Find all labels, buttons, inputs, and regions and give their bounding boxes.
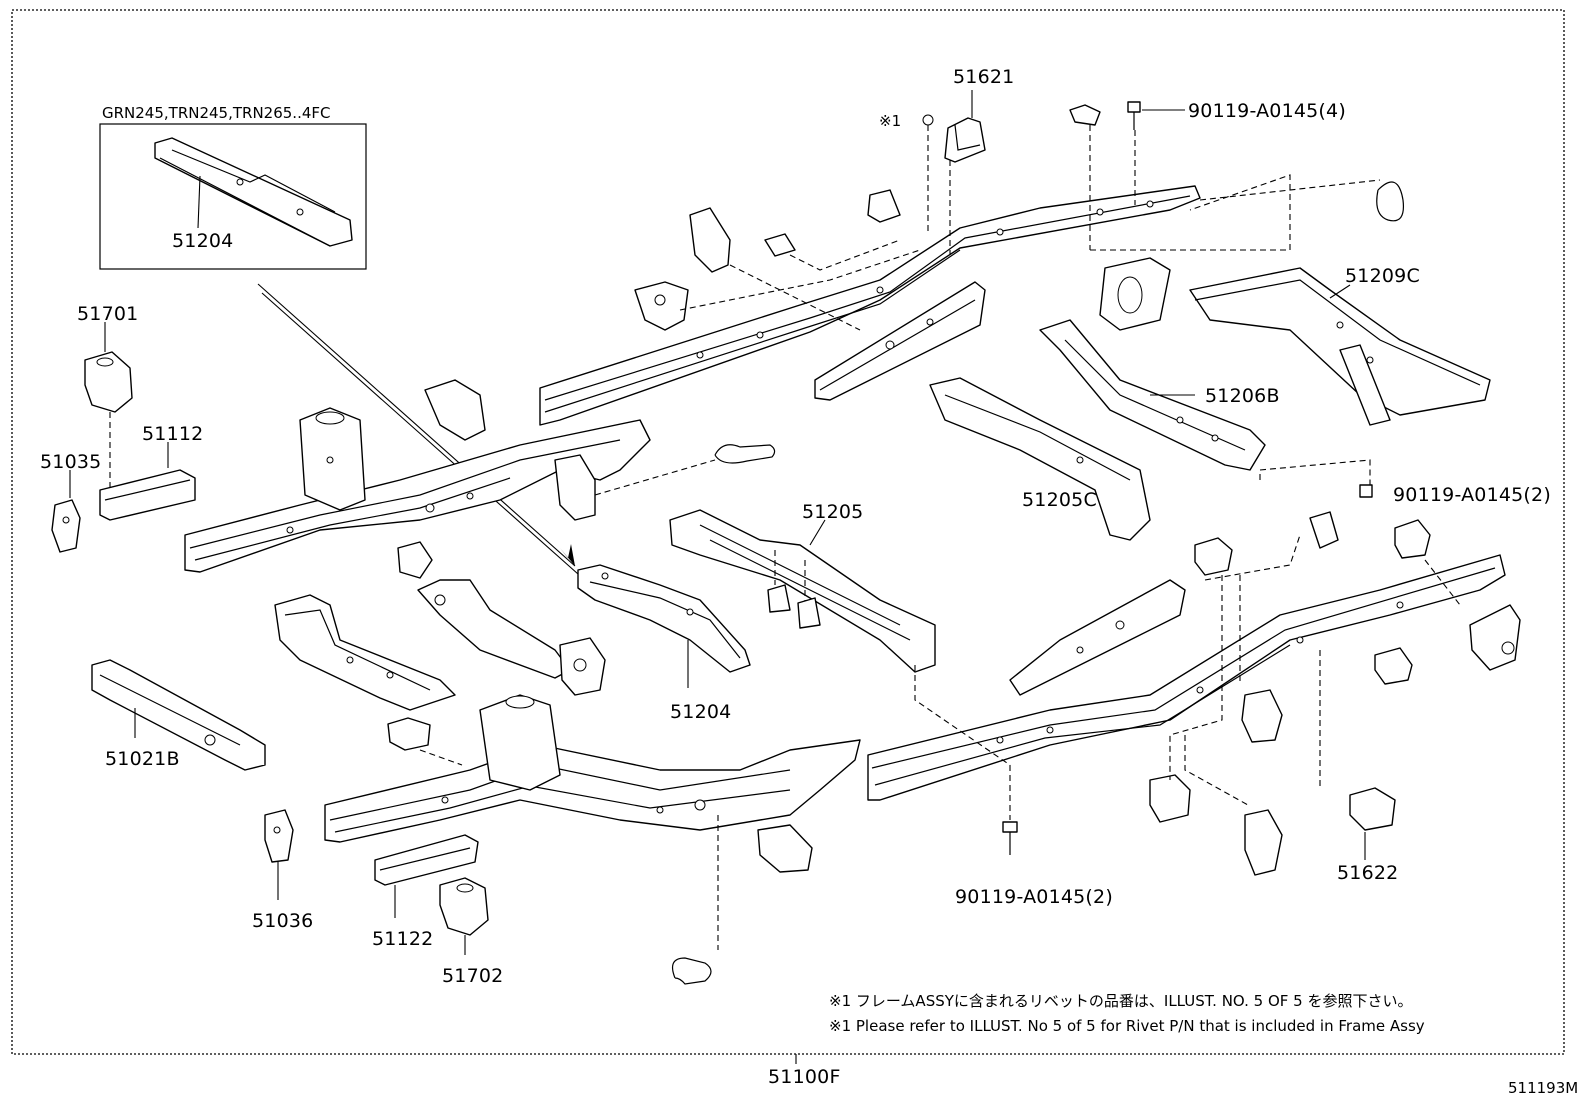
label-51206b: 51206B: [1205, 385, 1280, 407]
inset-arrow-line: [257, 283, 576, 567]
bracket-small-c: [757, 824, 813, 873]
upper-frame-rail: [539, 185, 1201, 426]
label-51036: 51036: [252, 910, 313, 932]
crossmember-51204: [577, 564, 751, 673]
label-inset-models: GRN245,TRN245,TRN265..4FC: [102, 104, 331, 122]
mount-left: [1099, 257, 1171, 331]
label-51209c: 51209C: [1345, 265, 1420, 287]
label-51702: 51702: [442, 965, 503, 987]
middle-frame-rail: [184, 419, 651, 573]
note-en: ※1 Please refer to ILLUST. No 5 of 5 for…: [829, 1017, 1425, 1035]
bolt-bottom: [1002, 821, 1018, 833]
inner-rail-lower-right: [1009, 579, 1186, 696]
label-51621: 51621: [953, 66, 1014, 88]
label-90119-2-right: 90119-A0145(2): [1393, 484, 1551, 506]
diagram-border: [11, 9, 1565, 1055]
reinforcement-51122: [374, 834, 479, 886]
shock-tower-middle: [299, 407, 366, 511]
bracket-51621: [944, 117, 986, 163]
label-90119-2-bottom: 90119-A0145(2): [955, 886, 1113, 908]
label-51622: 51622: [1337, 862, 1398, 884]
bracket-51036: [264, 809, 294, 863]
note-jp: ※1 フレームASSYに含まれるリベットの品番は、ILLUST. NO. 5 O…: [829, 992, 1413, 1010]
crossmember-51021b: [91, 659, 266, 771]
bracket-51701: [84, 351, 133, 413]
illustration-id: 511193M: [1508, 1079, 1578, 1097]
label-51100f: 51100F: [768, 1066, 841, 1088]
inset-arrow-head: [560, 544, 575, 566]
label-51112: 51112: [142, 423, 203, 445]
crossmember-51205: [669, 509, 936, 673]
label-rivet-mark: ※1: [879, 112, 901, 130]
bracket-upper-left-group: [634, 189, 901, 331]
reinforcement-51112: [99, 469, 196, 521]
label-51205: 51205: [802, 501, 863, 523]
label-51204: 51204: [670, 701, 731, 723]
label-51122: 51122: [372, 928, 433, 950]
rivet: [922, 114, 934, 126]
bracket-middle: [424, 379, 596, 521]
crossmember-51205c: [929, 377, 1151, 541]
lower-right-frame-rail: [867, 554, 1506, 801]
bracket-group-lower-right: [1149, 511, 1521, 876]
bracket-top-right: [1069, 101, 1141, 130]
label-51035: 51035: [40, 451, 101, 473]
arm-lower-middle: [417, 579, 606, 696]
bracket-small-a: [397, 541, 433, 579]
bracket-51035: [51, 499, 81, 553]
clip-right: [1376, 181, 1405, 222]
bracket-small-b: [387, 717, 431, 751]
clip-middle: [714, 444, 776, 464]
label-51021b: 51021B: [105, 748, 180, 770]
clip-lower: [672, 957, 712, 985]
crossmember-lower-left: [274, 594, 456, 711]
bolt-right: [1359, 484, 1373, 498]
label-51205c: 51205C: [1022, 489, 1097, 511]
shock-tower-lower: [479, 694, 561, 791]
bracket-51702: [439, 877, 489, 936]
crossmember-51209c: [1189, 267, 1491, 426]
label-51204-inset: 51204: [172, 230, 233, 252]
inset-box: [99, 123, 367, 270]
upper-inner-rail: [814, 281, 986, 401]
label-90119-4: 90119-A0145(4): [1188, 100, 1346, 122]
label-51701: 51701: [77, 303, 138, 325]
